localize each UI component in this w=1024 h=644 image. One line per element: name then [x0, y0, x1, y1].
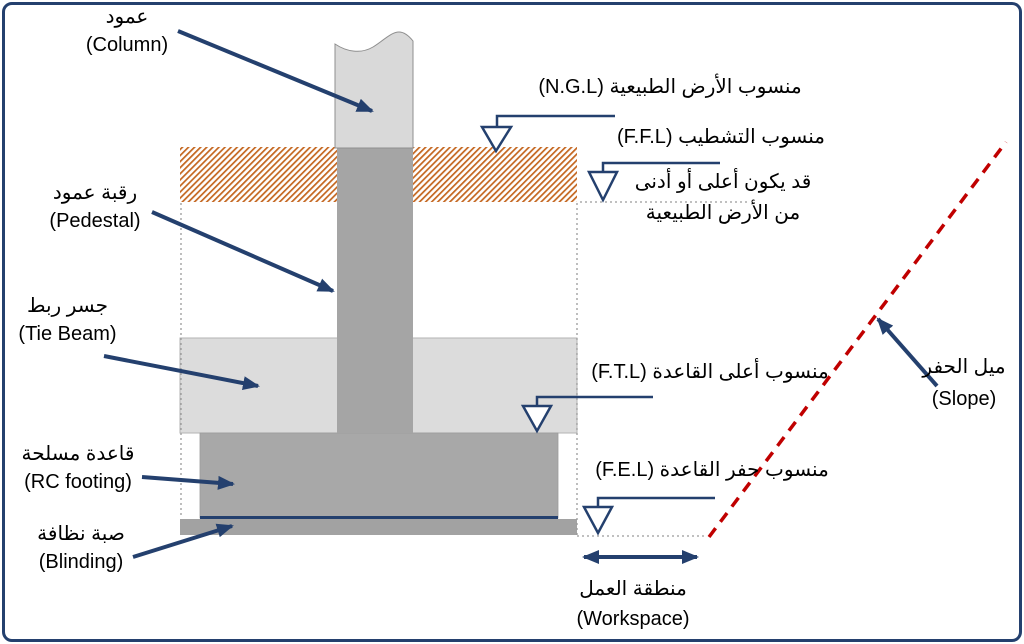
pedestal-label: رقبة عمود (Pedestal) — [20, 180, 170, 235]
blinding-label-ar: صبة نظافة — [37, 523, 125, 545]
slope-arrow — [876, 317, 939, 388]
ffl-level-marker — [586, 161, 720, 203]
slope-label: ميل الحفر (Slope) — [908, 351, 1020, 415]
ngl-level-marker — [479, 114, 615, 154]
workspace-label-en: (Workspace) — [576, 608, 690, 630]
ftl-label: منسوب أعلى القاعدة (F.T.L) — [591, 361, 829, 383]
tie-beam-label-en: (Tie Beam) — [18, 322, 117, 345]
ffl-label: منسوب التشطيب (F.F.L) — [616, 126, 826, 148]
pedestal-shape — [337, 147, 413, 433]
workspace-label: منطقة العمل (Workspace) — [528, 574, 738, 634]
rc-footing-label: قاعدة مسلحة (RC footing) — [3, 441, 153, 496]
pedestal-label-en: (Pedestal) — [49, 209, 141, 232]
pedestal-arrow — [151, 210, 335, 293]
slope-label-en: (Slope) — [931, 388, 997, 410]
blinding-arrow — [132, 523, 234, 559]
slope-dashed-line — [707, 140, 1008, 539]
column-arrow — [177, 29, 374, 113]
fel-label: منسوب حفر القاعدة (F.E.L) — [595, 459, 829, 481]
ffl-note-line2: من الأرض الطبيعية — [645, 202, 801, 224]
blinding-label-en: (Blinding) — [38, 550, 124, 573]
tie-beam-label: جسر ربط (Tie Beam) — [0, 293, 135, 348]
rc-footing-label-en: (RC footing) — [24, 470, 132, 493]
column-label-en: (Column) — [85, 33, 169, 56]
tie-beam-arrow — [103, 354, 260, 391]
rc-footing-shape — [199, 432, 559, 519]
pedestal-label-ar: رقبة عمود — [52, 182, 138, 204]
ffl-note: قد يكون أعلى أو أدنى من الأرض الطبيعية — [573, 167, 873, 229]
slope-label-ar: ميل الحفر — [922, 356, 1006, 378]
ngl-label: منسوب الأرض الطبيعية (N.G.L) — [538, 76, 802, 98]
column-label-ar: عمود — [105, 6, 149, 28]
column-shape — [334, 31, 414, 149]
ftl-level-marker — [520, 395, 653, 434]
column-label: عمود (Column) — [52, 4, 202, 59]
rc-footing-arrow — [141, 475, 235, 490]
blinding-shape — [180, 519, 577, 535]
fel-level-marker — [581, 496, 715, 536]
rc-footing-label-ar: قاعدة مسلحة — [21, 443, 135, 465]
blinding-label: صبة نظافة (Blinding) — [6, 521, 156, 576]
tie-beam-label-ar: جسر ربط — [26, 295, 108, 317]
workspace-label-ar: منطقة العمل — [579, 578, 687, 600]
ffl-note-line1: قد يكون أعلى أو أدنى — [634, 171, 812, 193]
